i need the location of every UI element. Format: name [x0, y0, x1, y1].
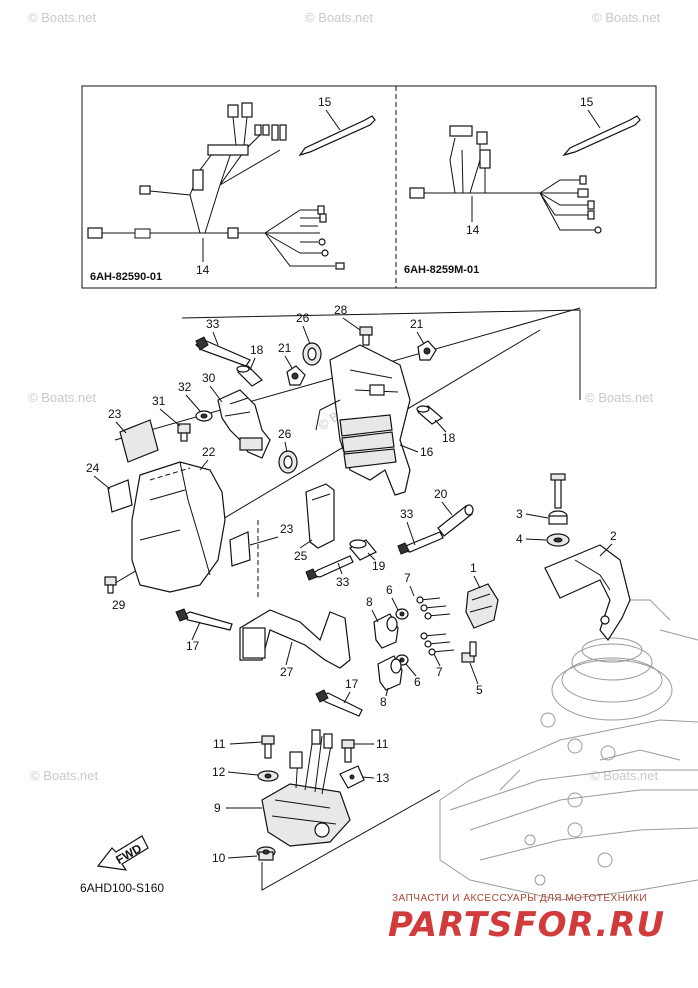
part-21-clips: 21 21	[278, 317, 437, 386]
inset-right-label-14: 14	[466, 223, 480, 237]
watermark-mid-right: © Boats.net	[585, 390, 654, 405]
callout-23-lower: 23	[280, 522, 294, 536]
part-3-collar: 3	[516, 473, 568, 525]
inset-right-label-15: 15	[580, 95, 594, 109]
callout-23-top: 23	[108, 407, 122, 421]
callout-11-left: 11	[213, 737, 226, 751]
part-2-bracket: 2	[544, 529, 631, 642]
engine-block-outline	[439, 599, 698, 901]
part-12-washer: 12	[212, 765, 279, 782]
inset-left-label-14: 14	[196, 263, 210, 277]
callout-3: 3	[516, 507, 523, 521]
part-29-screw: 29	[104, 576, 126, 612]
part-24-label: 24	[86, 461, 133, 513]
callout-8-top: 8	[366, 595, 373, 609]
callout-25: 25	[294, 549, 308, 563]
watermark-mid-left: © Boats.net	[28, 390, 97, 405]
callout-17-lower: 17	[345, 677, 359, 691]
callout-22: 22	[202, 445, 216, 459]
part-32-washer: 32	[178, 380, 213, 422]
part-10-grommet: 10	[212, 846, 276, 865]
part-20-tube: 20	[434, 487, 474, 537]
watermark-top-left: © Boats.net	[28, 10, 97, 25]
part-5-bolt: 5	[461, 641, 483, 697]
callout-7-top: 7	[404, 571, 411, 585]
callout-7-lower: 7	[436, 665, 443, 679]
callout-18-right: 18	[442, 431, 456, 445]
callout-6-lower: 6	[414, 675, 421, 689]
tie-strap-left: 15	[298, 95, 376, 157]
part-31-bolt: 31	[152, 394, 191, 442]
inset-left-label-15: 15	[318, 95, 332, 109]
part-7-terminals: 7 7	[404, 571, 455, 679]
callout-21-left: 21	[278, 341, 292, 355]
callout-20: 20	[434, 487, 448, 501]
part-33-cable-ties: 33 33 33	[194, 317, 444, 589]
callout-2: 2	[610, 529, 617, 543]
callout-31: 31	[152, 394, 166, 408]
callout-17-left: 17	[186, 639, 200, 653]
callout-4: 4	[516, 532, 523, 546]
callout-26-lower: 26	[278, 427, 292, 441]
watermark-bottom-left: © Boats.net	[30, 768, 99, 783]
diagram-code: 6AHD100-S160	[80, 881, 164, 895]
callout-33-right: 33	[400, 507, 414, 521]
part-26-grommets: 26 26	[278, 311, 322, 474]
callout-21-right: 21	[410, 317, 424, 331]
callout-29: 29	[112, 598, 126, 612]
part-25-bracket: 25	[294, 483, 335, 563]
part-11-bolts: 11 11	[213, 735, 389, 763]
callout-6-top: 6	[386, 583, 393, 597]
callout-10: 10	[212, 851, 226, 865]
wire-harness-right: 14 6AH-8259M-01	[404, 125, 602, 276]
callout-11-right: 11	[376, 737, 389, 751]
part-18-collars: 18 18	[236, 343, 456, 445]
part-9-rectifier: 9	[214, 729, 351, 847]
tie-strap-right: 15	[562, 95, 641, 157]
part-4-grommet: 4	[516, 532, 570, 547]
part-6-nuts: 6 6	[386, 583, 421, 689]
part-23-labels: 23 23	[108, 407, 294, 567]
watermark-top-center: © Boats.net	[305, 10, 374, 25]
part-16-bracket: 16	[315, 344, 434, 496]
part-8-caps: 8 8	[366, 595, 403, 709]
callout-13: 13	[376, 771, 390, 785]
callout-18-upper: 18	[250, 343, 264, 357]
callout-26-top: 26	[296, 311, 310, 325]
fwd-arrow-icon: FWD	[96, 835, 149, 871]
inset-frame	[81, 85, 657, 289]
callout-28: 28	[334, 303, 348, 317]
callout-8-lower: 8	[380, 695, 387, 709]
part-30-bracket: 30	[202, 371, 271, 459]
part-17-cable-ties: 17 17	[175, 608, 363, 717]
callout-19: 19	[372, 559, 386, 573]
inset-left-code: 6AH-82590-01	[90, 271, 162, 283]
callout-30: 30	[202, 371, 216, 385]
callout-5: 5	[476, 683, 483, 697]
part-28-screw: 28	[334, 303, 373, 346]
part-19-tube: 19	[349, 539, 386, 573]
harness-inset: 14 6AH-82590-01 15 14 6AH-8259M-01	[81, 85, 657, 289]
callout-1: 1	[470, 561, 477, 575]
callout-12: 12	[212, 765, 226, 779]
brand-tagline: ЗАПЧАСТИ И АКСЕССУАРЫ ДЛЯ МОТОТЕХНИКИ	[392, 893, 648, 904]
part-13-clamp: 13	[339, 765, 390, 789]
callout-9: 9	[214, 801, 221, 815]
callout-32: 32	[178, 380, 192, 394]
wire-harness-left: 14 6AH-82590-01	[87, 102, 345, 283]
callout-33-top: 33	[206, 317, 220, 331]
part-1-relay: 1	[465, 561, 499, 629]
brand-logo[interactable]: PARTSFOR.RU	[388, 905, 666, 945]
inset-right-code: 6AH-8259M-01	[404, 264, 479, 276]
watermark-top-right: © Boats.net	[592, 10, 661, 25]
callout-33-lower: 33	[336, 575, 350, 589]
part-27-plate: 27	[239, 609, 351, 679]
callout-16: 16	[420, 445, 434, 459]
callout-27: 27	[280, 665, 294, 679]
part-22-cover: 22	[131, 445, 226, 593]
callout-24: 24	[86, 461, 100, 475]
